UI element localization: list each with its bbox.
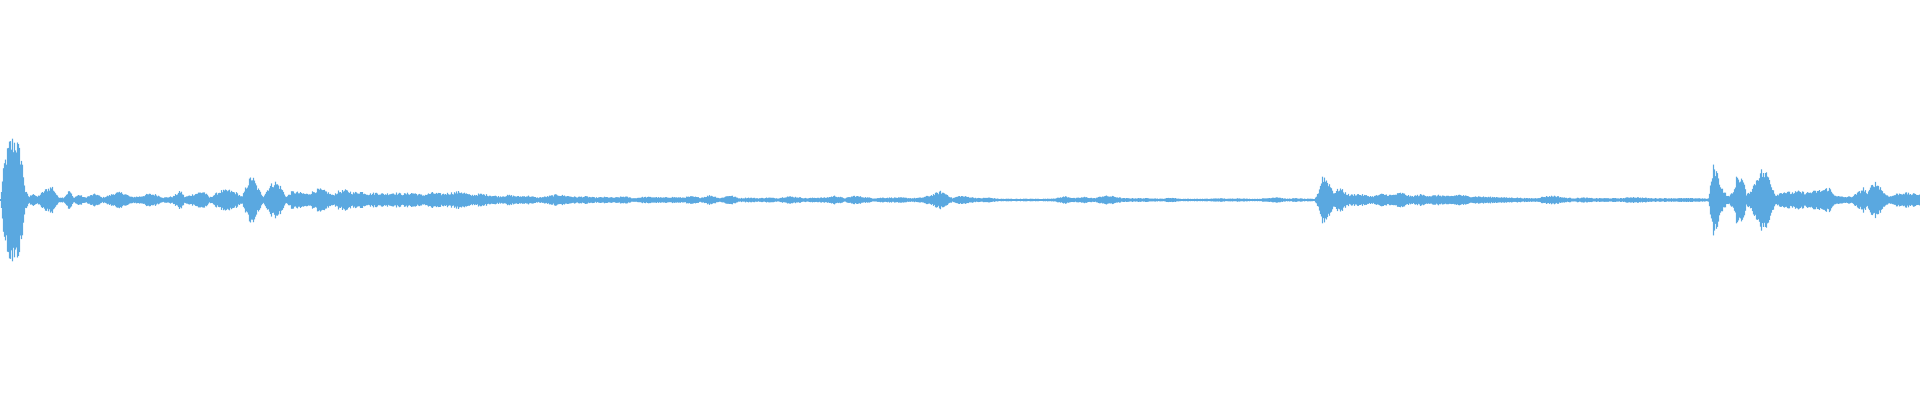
waveform-bars bbox=[0, 138, 1920, 262]
